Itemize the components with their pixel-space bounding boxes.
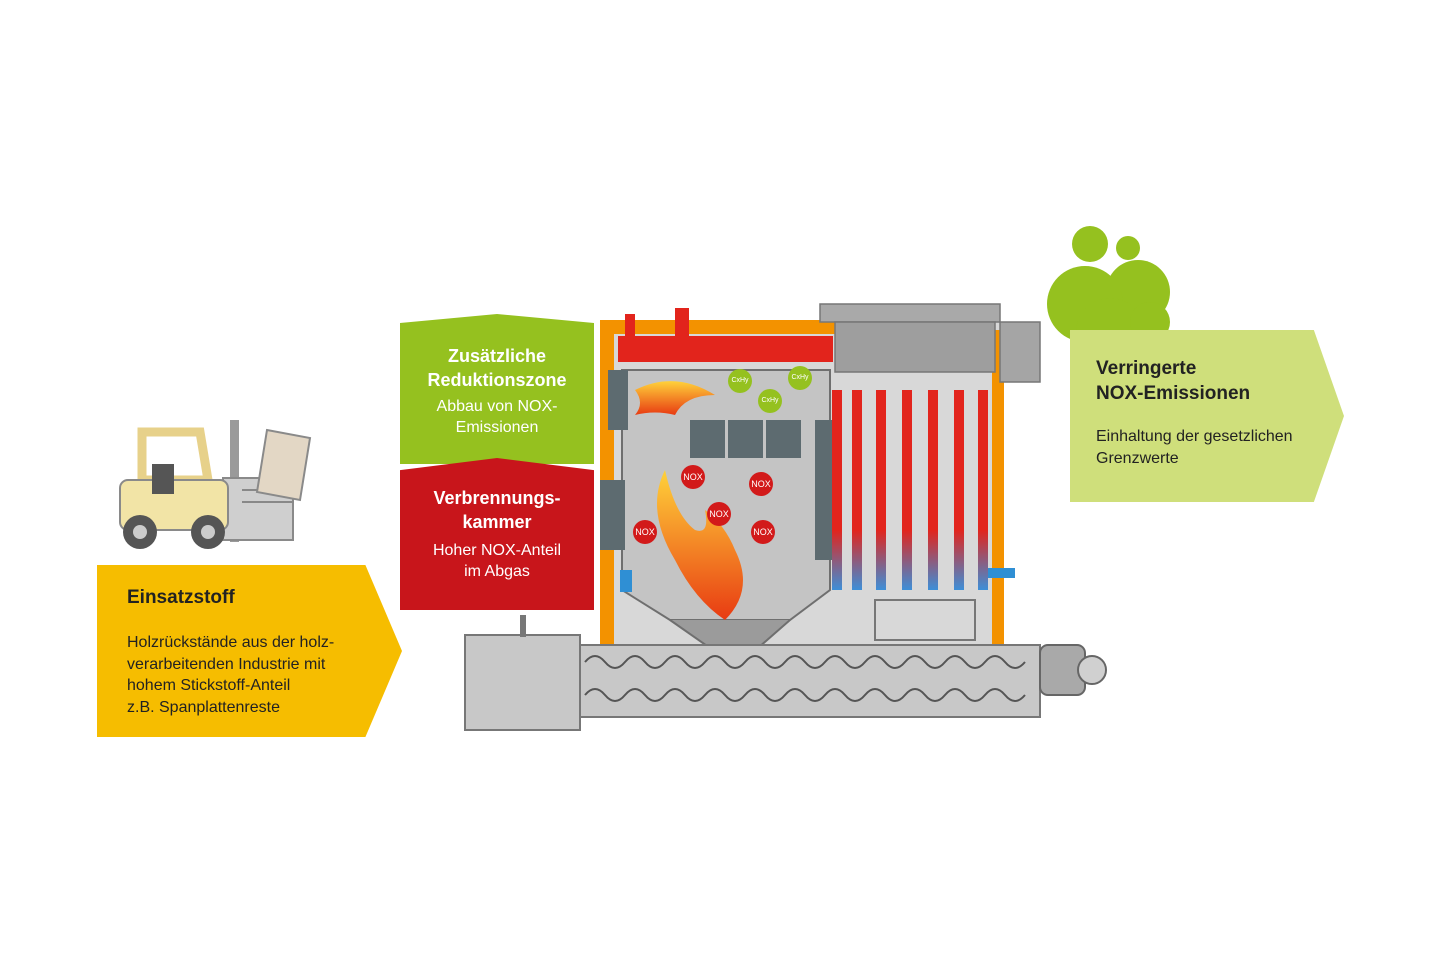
fire-icon: [657, 470, 743, 620]
nox-molecule: NOX: [749, 472, 773, 496]
boiler-diagram: [464, 303, 1107, 731]
reduced-emissions-title: Verringerte NOX-Emissionen: [1096, 358, 1251, 404]
nox-molecule: NOX: [633, 520, 657, 544]
combustion-chamber-text: Hoher NOX-Anteil im Abgas: [432, 542, 562, 580]
forklift-icon: [119, 420, 312, 549]
reduced-emissions-panel: Verringerte NOX-Emissionen Einhaltung de…: [1070, 330, 1344, 502]
nox-molecule: NOX: [751, 520, 775, 544]
input-material-text: Holzrückstände aus der holz- verarbeiten…: [127, 634, 335, 716]
nox-molecule: NOX: [681, 465, 705, 489]
reduction-zone-title: Zusätzliche Reduktionszone: [427, 346, 567, 390]
combustion-chamber-title: Verbrennungs- kammer: [433, 488, 561, 532]
reduction-zone-panel: Zusätzliche Reduktionszone Abbau von NOX…: [400, 314, 594, 464]
reduction-zone-text: Abbau von NOX- Emissionen: [436, 398, 558, 436]
input-material-title: Einsatzstoff: [127, 587, 235, 608]
hydrocarbon-molecule: CxHy: [758, 389, 782, 413]
hydrocarbon-molecule: CxHy: [788, 366, 812, 390]
hydrocarbon-molecule: CxHy: [728, 369, 752, 393]
reduced-emissions-text: Einhaltung der gesetzlichen Grenzwerte: [1096, 428, 1293, 467]
nox-molecule: NOX: [707, 502, 731, 526]
input-material-panel: Einsatzstoff Holzrückstände aus der holz…: [97, 565, 402, 737]
combustion-chamber-panel: Verbrennungs- kammer Hoher NOX-Anteil im…: [400, 458, 594, 610]
